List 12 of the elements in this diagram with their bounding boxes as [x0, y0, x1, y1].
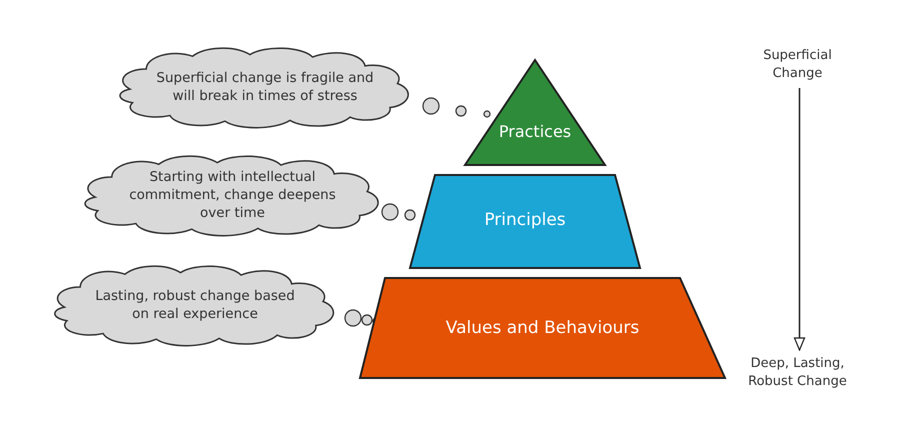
layer-label: Values and Behaviours — [446, 316, 640, 340]
scale-label: Superficial Change — [762, 47, 833, 83]
thought-text: Superficial change is fragile and will break in times of stress — [155, 68, 375, 106]
pyramid-layer — [360, 278, 725, 378]
pyramid-layer — [465, 60, 605, 165]
arrow — [794, 88, 806, 351]
layer-label: Principles — [484, 208, 566, 232]
thought-text: Lasting, robust change based on real experience — [94, 286, 296, 324]
scale-label: Deep, Lasting, Robust Change — [747, 355, 848, 391]
pyramid-layer — [410, 175, 640, 268]
thought-text: Starting with intellectual commitment, change deepens over time — [128, 168, 337, 222]
layer-label: Practices — [498, 121, 572, 143]
